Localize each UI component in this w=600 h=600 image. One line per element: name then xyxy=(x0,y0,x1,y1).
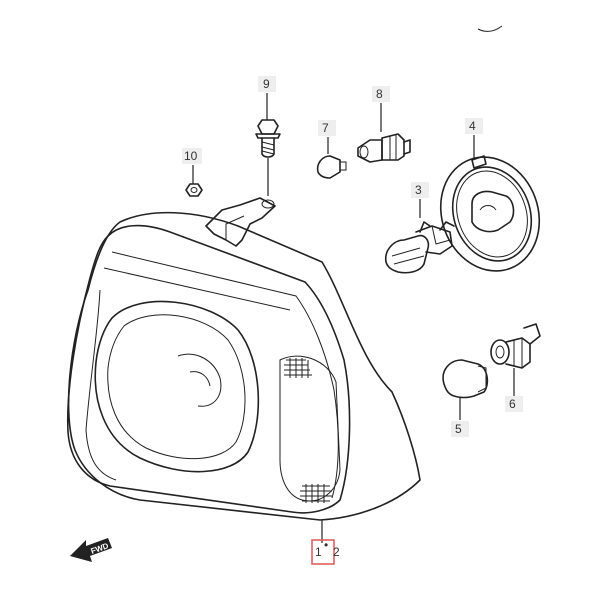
part-label-1-suffix: 2 xyxy=(333,545,340,559)
round-bulb-5[interactable] xyxy=(442,359,489,399)
wedge-bulb-7[interactable] xyxy=(316,155,347,179)
screw-9[interactable] xyxy=(255,119,281,158)
headlamp-housing[interactable] xyxy=(66,197,421,521)
part-label-1-marker: • xyxy=(324,538,328,552)
part-label-1[interactable]: 1 xyxy=(315,545,322,559)
part-label-7[interactable]: 7 xyxy=(322,121,329,135)
part-4-tag-bg xyxy=(465,118,483,134)
part-10-tag-bg xyxy=(182,148,202,164)
part-5-tag-bg xyxy=(451,421,469,437)
bulb-socket-6[interactable] xyxy=(490,323,541,369)
part-6-tag-bg xyxy=(505,396,523,412)
part-label-5[interactable]: 5 xyxy=(455,422,462,436)
part-label-3[interactable]: 3 xyxy=(415,183,422,197)
headlight-bulb-3[interactable] xyxy=(384,221,455,274)
bulb-socket-8[interactable] xyxy=(357,133,411,163)
part-7-tag-bg xyxy=(318,120,336,136)
part-9-tag-bg xyxy=(258,76,276,92)
part-label-9[interactable]: 9 xyxy=(263,77,270,91)
part-label-6[interactable]: 6 xyxy=(509,397,516,411)
part-label-8[interactable]: 8 xyxy=(376,87,383,101)
part-label-4[interactable]: 4 xyxy=(469,119,476,133)
part-8-tag-bg xyxy=(372,86,390,102)
corner-mark xyxy=(477,25,503,32)
front-direction-arrow: FWD xyxy=(70,538,112,562)
bulb-retainer-ring-4[interactable] xyxy=(425,143,555,285)
part-3-tag-bg xyxy=(411,182,429,198)
nut-10[interactable] xyxy=(185,183,203,197)
part-label-10[interactable]: 10 xyxy=(184,149,198,163)
part-1-highlight-box xyxy=(311,539,335,565)
fwd-label: FWD xyxy=(90,541,110,556)
